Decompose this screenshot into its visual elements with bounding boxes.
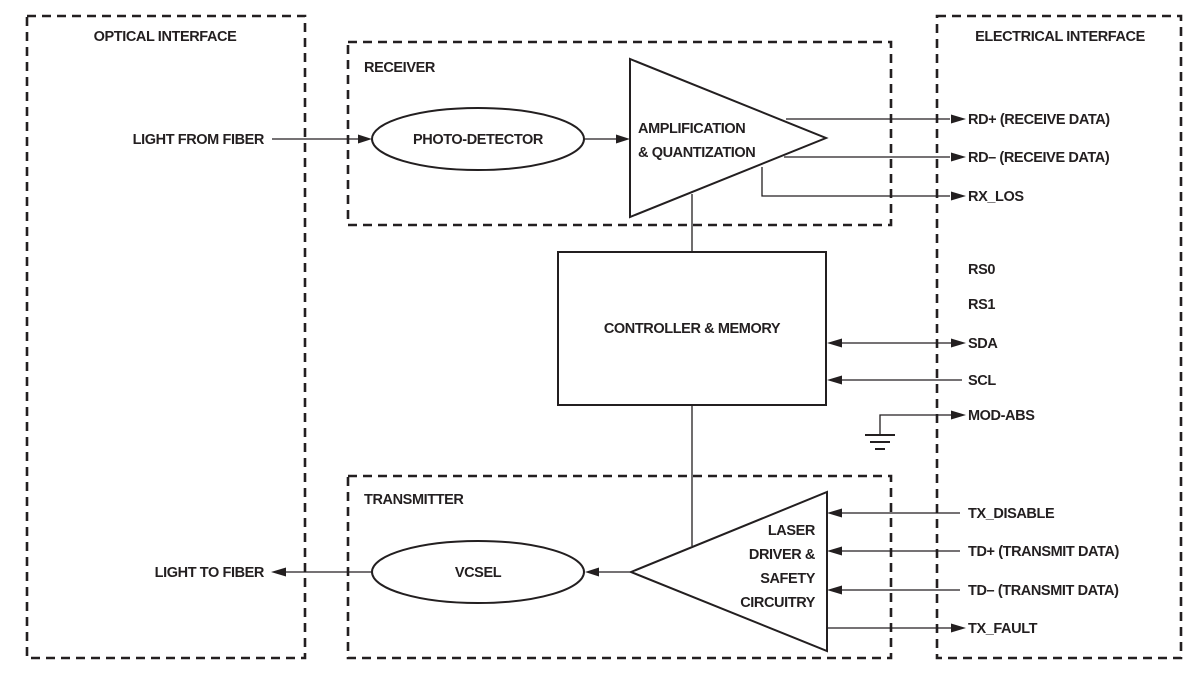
light-from-fiber-label: LIGHT FROM FIBER [133, 132, 265, 148]
arrow-left-icon [827, 585, 842, 595]
tx-disable-label: TX_DISABLE [968, 506, 1055, 522]
ground-icon [865, 434, 895, 450]
arrow-left-icon [827, 338, 842, 348]
electrical-interface-title: ELECTRICAL INTERFACE [975, 29, 1145, 45]
receiver-region [346, 40, 893, 227]
arrow-left-icon [585, 567, 599, 577]
laser-driver-block [628, 490, 828, 653]
rd-minus-label: RD– (RECEIVE DATA) [968, 150, 1110, 166]
optical-interface-title: OPTICAL INTERFACE [94, 29, 238, 45]
laser-driver-label-4: CIRCUITRY [740, 595, 816, 611]
arrow-right-icon [616, 134, 630, 144]
photo-detector-label: PHOTO-DETECTOR [413, 132, 544, 148]
arrow-right-icon [951, 114, 966, 124]
light-to-fiber-label: LIGHT TO FIBER [155, 565, 265, 581]
tx-fault-label: TX_FAULT [968, 621, 1038, 637]
td-plus-label: TD+ (TRANSMIT DATA) [968, 544, 1120, 560]
arrow-left-icon [827, 508, 842, 518]
transmitter-region [346, 474, 893, 660]
rs1-label: RS1 [968, 297, 995, 313]
laser-driver-label-1: LASER [768, 523, 816, 539]
mod-abs-label: MOD-ABS [968, 408, 1035, 424]
vcsel-label: VCSEL [455, 565, 502, 581]
laser-driver-label-2: DRIVER & [749, 547, 816, 563]
amplification-quantization-block [629, 57, 829, 219]
arrow-right-icon [951, 410, 966, 420]
transmitter-title: TRANSMITTER [364, 492, 464, 508]
arrow-right-icon [358, 134, 372, 144]
laser-driver-label-3: SAFETY [760, 571, 816, 587]
amplification-label-1: AMPLIFICATION [638, 121, 745, 137]
arrow-left-icon [827, 375, 842, 385]
rs0-label: RS0 [968, 262, 995, 278]
arrow-right-icon [951, 338, 966, 348]
arrow-right-icon [951, 152, 966, 162]
arrow-right-icon [951, 623, 966, 633]
arrow-left-icon [271, 567, 286, 577]
rx-los-wire [761, 167, 950, 197]
mod-abs-wire [879, 414, 952, 435]
receiver-title: RECEIVER [364, 60, 436, 76]
sda-label: SDA [968, 336, 998, 352]
amplification-label-2: & QUANTIZATION [638, 145, 755, 161]
arrow-left-icon [827, 546, 842, 556]
optical-interface-region [25, 14, 307, 660]
td-minus-label: TD– (TRANSMIT DATA) [968, 583, 1119, 599]
rd-plus-label: RD+ (RECEIVE DATA) [968, 112, 1110, 128]
scl-label: SCL [968, 373, 996, 389]
electrical-interface-region [935, 14, 1183, 660]
controller-memory-label: CONTROLLER & MEMORY [604, 321, 781, 337]
rx-los-label: RX_LOS [968, 189, 1024, 205]
arrow-right-icon [951, 191, 966, 201]
